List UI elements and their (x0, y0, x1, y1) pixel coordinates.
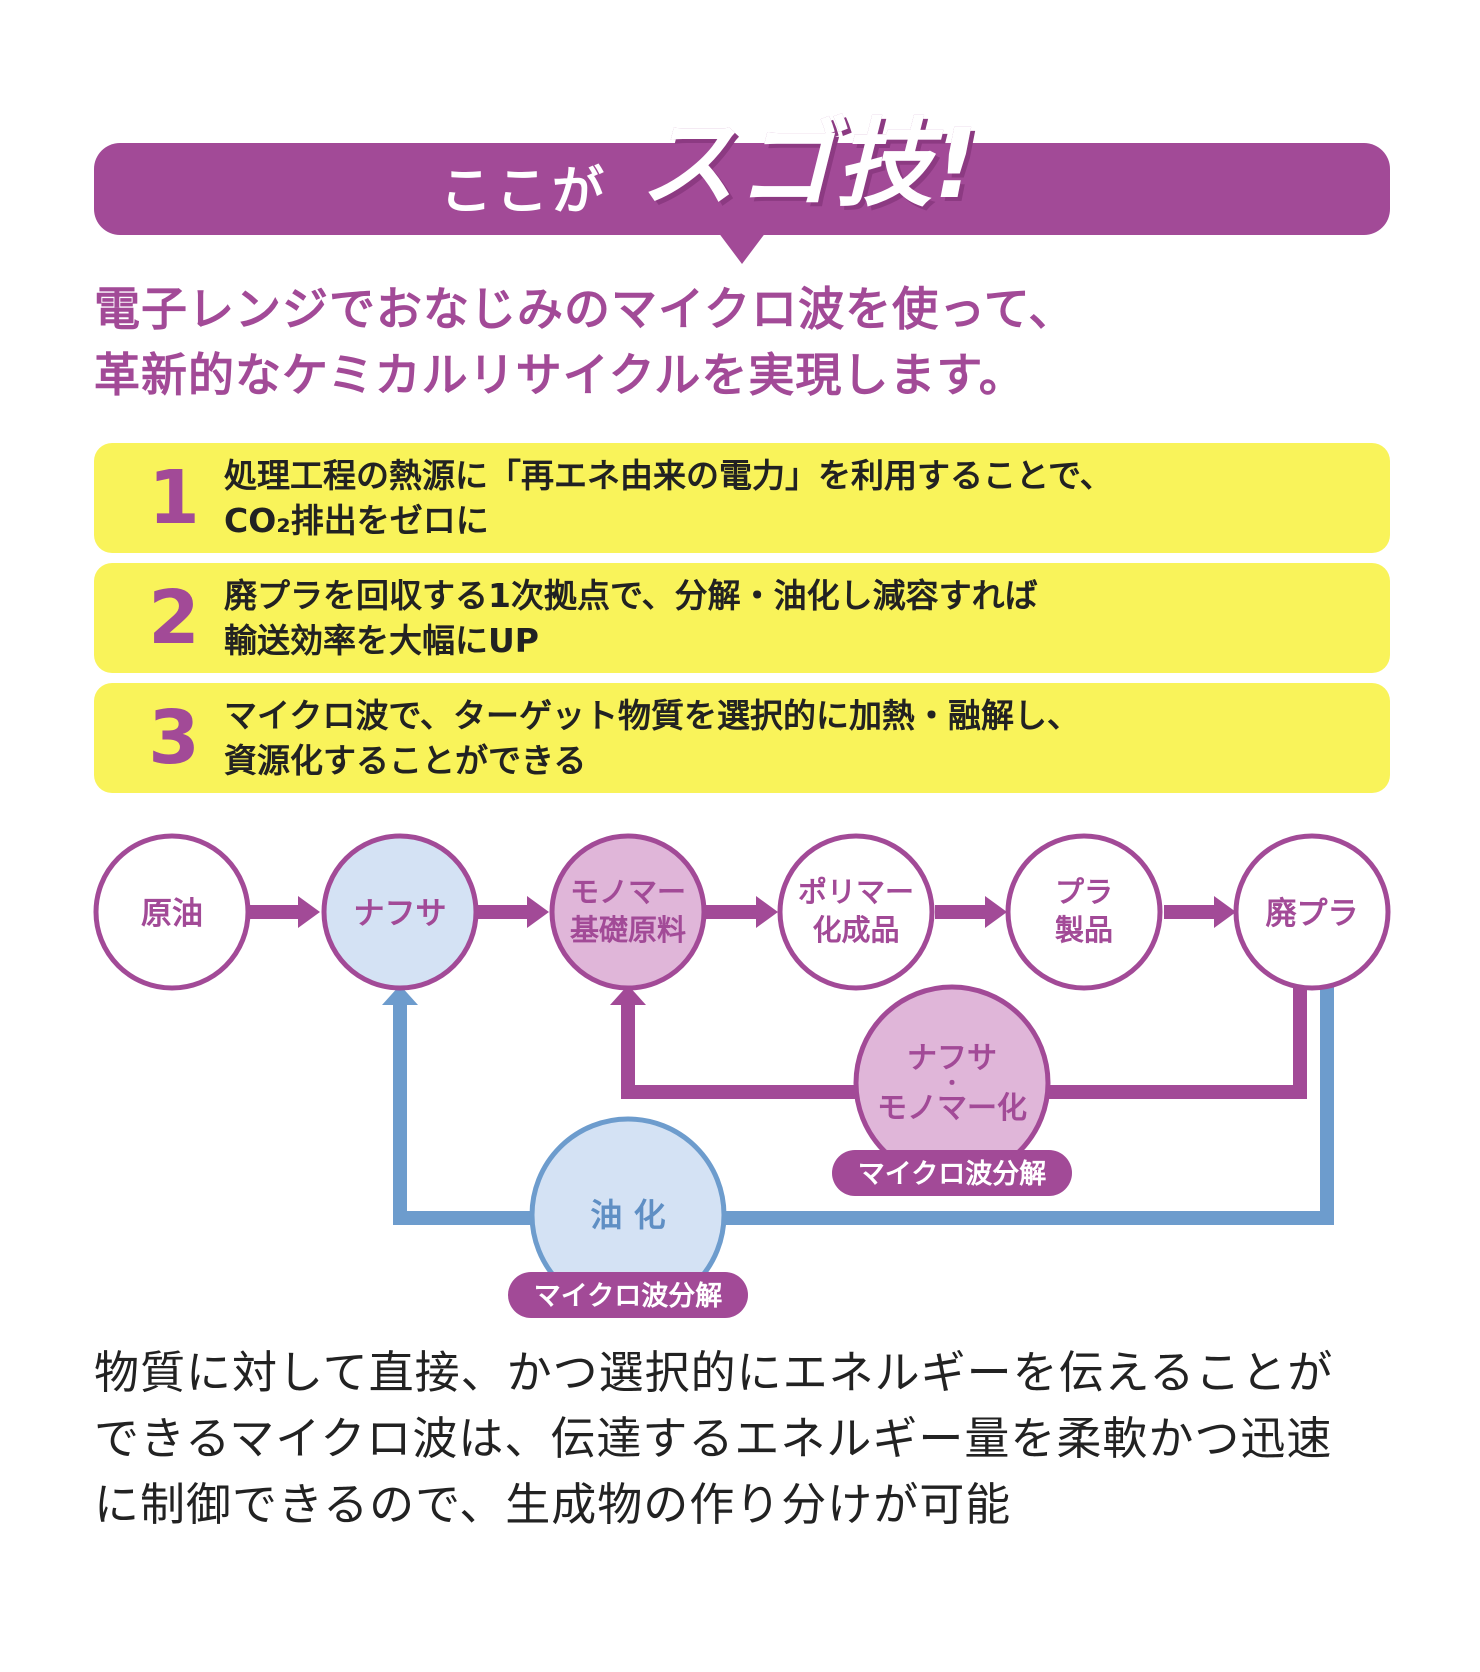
node-oilification-label: 油 化 (590, 1196, 665, 1234)
monomer-loop-arrowhead (610, 985, 646, 1005)
point-text: 廃プラを回収する1次拠点で、分解・油化し減容すれば 輸送効率を大幅にUP (224, 573, 1354, 663)
header-banner (94, 143, 1390, 235)
node-polymer-label-1: ポリマー (798, 875, 914, 909)
arrow-shaft (1164, 905, 1216, 919)
point-text: マイクロ波で、ターゲット物質を選択的に加熱・融解し、 資源化することができる (224, 693, 1354, 783)
point-number: 2 (148, 575, 200, 661)
arrow-head (298, 896, 320, 928)
arrow-shaft (477, 905, 529, 919)
arrow-head (985, 896, 1007, 928)
point-number: 3 (148, 695, 200, 781)
description-text: 物質に対して直接、かつ選択的にエネルギーを伝えることが できるマイクロ波は、伝達… (94, 1340, 1394, 1538)
node-plastic-products-label-2: 製品 (1055, 913, 1113, 947)
monomer-process-pill-label: マイクロ波分解 (858, 1159, 1046, 1190)
node-waste-plastic (1233, 833, 1391, 991)
point-1: 1 処理工程の熱源に「再エネ由来の電力」を利用することで、 CO₂排出をゼロに (94, 443, 1390, 553)
node-waste-plastic-label: 廃プラ (1266, 896, 1359, 932)
monomer-process-pill (832, 1150, 1072, 1196)
node-naphtha (321, 833, 479, 991)
oil-loop-line (393, 985, 1334, 1225)
node-monomer (549, 833, 707, 991)
node-polymer-label-2: 化成品 (812, 913, 899, 947)
description-line-2: できるマイクロ波は、伝達するエネルギー量を柔軟かつ迅速 (94, 1412, 1333, 1465)
arrow-head (756, 896, 778, 928)
node-monomer-label-1: モノマー (570, 875, 686, 909)
arrow-head (1214, 896, 1236, 928)
intro-text: 電子レンジでおなじみのマイクロ波を使って、 革新的なケミカルリサイクルを実現しま… (94, 276, 1384, 408)
point-text-line: CO₂排出をゼロに (224, 501, 489, 540)
arrow-shaft (935, 905, 987, 919)
description-line-3: に制御できるので、生成物の作り分けが可能 (94, 1478, 1012, 1531)
node-polymer (777, 833, 935, 991)
point-text-line: 廃プラを回収する1次拠点で、分解・油化し減容すれば (224, 576, 1038, 615)
point-text-line: 処理工程の熱源に「再エネ由来の電力」を利用することで、 (224, 456, 1113, 495)
intro-line-2: 革新的なケミカルリサイクルを実現します。 (94, 348, 1026, 402)
arrow-head (527, 896, 549, 928)
node-crude-oil-label: 原油 (141, 896, 203, 932)
point-text-line: 資源化することができる (224, 741, 587, 780)
node-plastic-products-label-1: プラ (1055, 875, 1113, 909)
node-naphtha-monomerization-label-2: ・ (942, 1071, 962, 1095)
point-number: 1 (148, 455, 200, 541)
node-naphtha-monomerization-label-1: ナフサ (907, 1041, 997, 1076)
banner-highlight-text: スゴ技! (640, 108, 980, 220)
point-2: 2 廃プラを回収する1次拠点で、分解・油化し減容すれば 輸送効率を大幅にUP (94, 563, 1390, 673)
forward-arrows (248, 896, 1236, 928)
oil-process-pill (508, 1272, 748, 1318)
oil-process-pill-label: マイクロ波分解 (534, 1281, 722, 1312)
oil-loop-arrowhead (382, 985, 418, 1005)
node-naphtha-monomerization-label-3: モノマー化 (877, 1091, 1027, 1126)
node-monomer-label-2: 基礎原料 (570, 913, 686, 947)
point-text-line: マイクロ波で、ターゲット物質を選択的に加熱・融解し、 (224, 696, 1081, 735)
node-naphtha-label: ナフサ (354, 896, 447, 932)
arrow-shaft (706, 905, 758, 919)
point-3: 3 マイクロ波で、ターゲット物質を選択的に加熱・融解し、 資源化することができる (94, 683, 1390, 793)
node-plastic-products (1005, 833, 1163, 991)
description-line-1: 物質に対して直接、かつ選択的にエネルギーを伝えることが (94, 1346, 1334, 1399)
banner-lead-text: ここが (440, 162, 609, 222)
point-text: 処理工程の熱源に「再エネ由来の電力」を利用することで、 CO₂排出をゼロに (224, 453, 1354, 543)
banner-notch (718, 232, 766, 264)
node-crude-oil (93, 833, 251, 991)
intro-line-1: 電子レンジでおなじみのマイクロ波を使って、 (94, 282, 1076, 336)
point-text-line: 輸送効率を大幅にUP (224, 621, 539, 660)
arrow-shaft (248, 905, 300, 919)
